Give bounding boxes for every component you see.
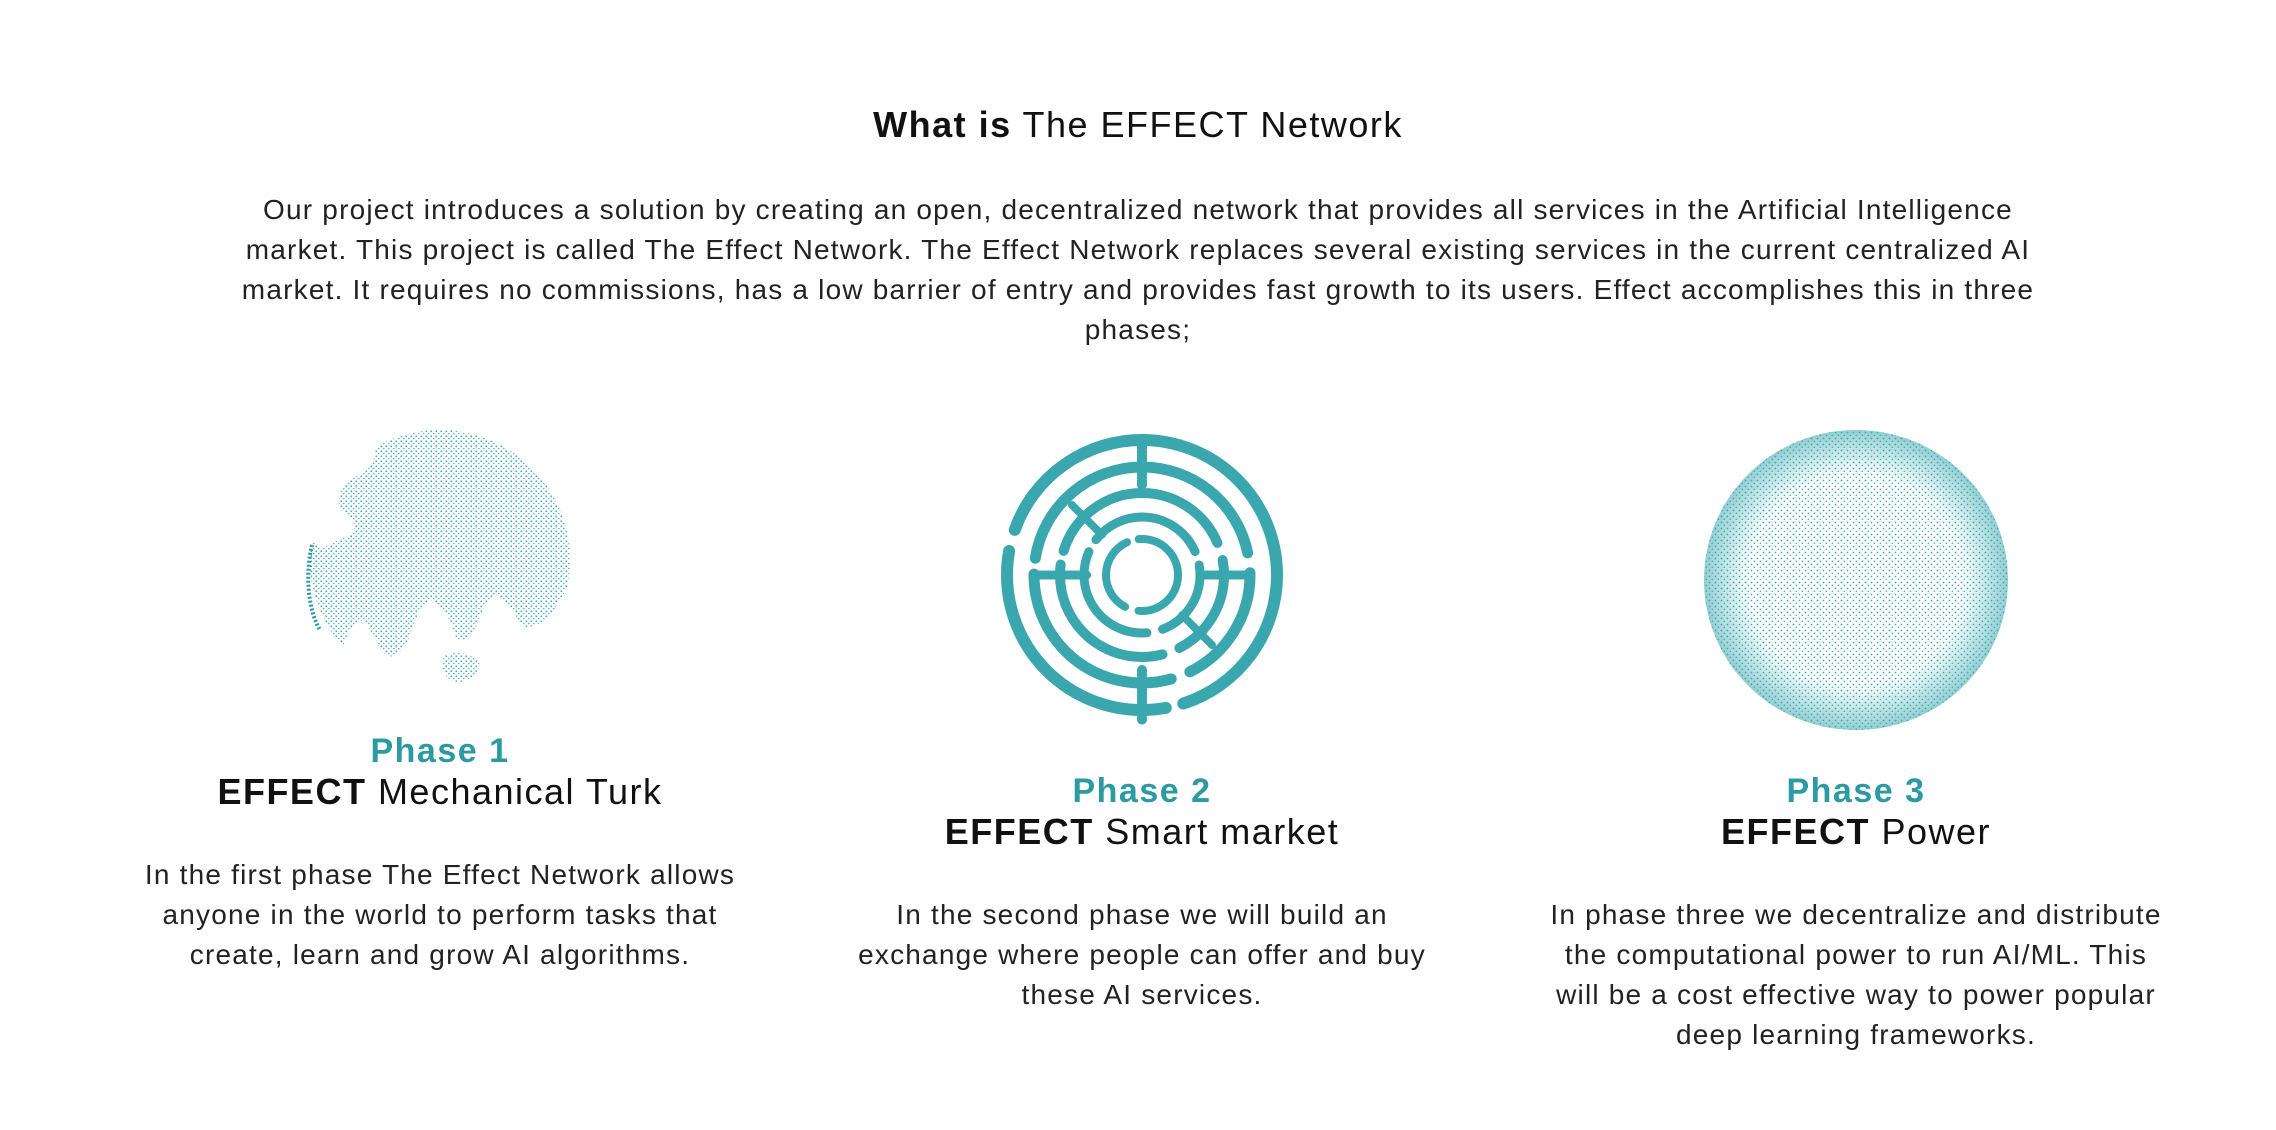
title-bold: What is [873,104,1012,145]
sphere-icon [1704,430,2008,730]
phase-label: Phase 2 [1072,772,1212,810]
phase-card-3: Phase 3 EFFECT Power In phase three we d… [1496,425,2216,1055]
phase-name-rest: Smart market [1093,811,1340,852]
phase-name-rest: Power [1869,811,1992,852]
phase-name: EFFECT Power [1496,811,2216,853]
phase-label: Phase 1 [370,732,510,770]
phase-name-bold: EFFECT [1720,811,1870,852]
maze-icon [1001,434,1283,725]
phase-label: Phase 3 [1786,772,1926,810]
intro-paragraph: Our project introduces a solution by cre… [241,194,2035,345]
phase-name: EFFECT Smart market [782,811,1502,853]
phase-description: In the first phase The Effect Network al… [144,859,736,970]
phase-description: In the second phase we will build an exc… [858,899,1426,1010]
phase-name-bold: EFFECT [944,811,1094,852]
phase-card-2: Phase 2 EFFECT Smart market In the secon… [782,425,1502,1015]
phase-name-rest: Mechanical Turk [366,771,663,812]
phase-name: EFFECT Mechanical Turk [80,771,800,813]
phase-description: In phase three we decentralize and distr… [1550,899,2162,1050]
phase-name-bold: EFFECT [217,771,367,812]
phase-card-1: Phase 1 EFFECT Mechanical Turk In the fi… [80,425,800,975]
section-title: What is The EFFECT Network [0,104,2276,146]
globe-icon [306,430,570,682]
title-rest: The EFFECT Network [1011,104,1403,145]
